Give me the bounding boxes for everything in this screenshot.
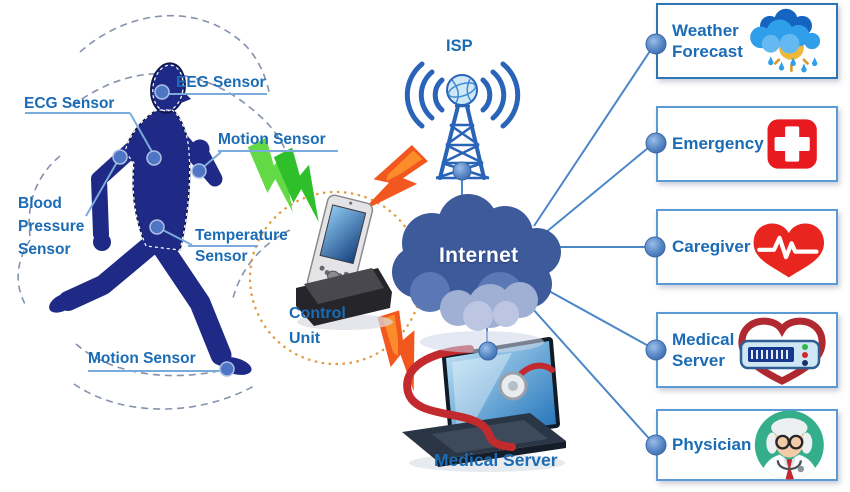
label-motion-sensor-hand: Motion Sensor xyxy=(218,131,326,148)
service-box-medical-server: Medical Server xyxy=(656,312,838,388)
service-label-weather-forecast: Weather Forecast xyxy=(672,20,743,61)
emergency-cross-icon xyxy=(767,119,817,169)
label-blood-pressure-sensor: Blood Pressure Sensor xyxy=(18,195,85,258)
label-medical-server-caption: Medical Server xyxy=(434,450,558,470)
lightning-bolt-orange-top xyxy=(362,145,428,212)
label-internet: Internet xyxy=(439,244,519,267)
isp-tower xyxy=(404,61,521,180)
heart-pulse-icon xyxy=(754,223,825,278)
service-label-physician: Physician xyxy=(672,435,752,455)
label-isp: ISP xyxy=(446,37,473,55)
service-box-weather-forecast: Weather Forecast xyxy=(656,3,838,79)
service-label-caregiver: Caregiver xyxy=(672,237,751,257)
dot-internet-laptop xyxy=(478,341,498,361)
weather-forecast-icon xyxy=(750,8,820,73)
doctor-avatar-icon xyxy=(755,410,825,480)
sensor-dot-eeg xyxy=(154,84,170,100)
lightning-bolt-orange-bottom xyxy=(377,310,415,392)
dot-isp-internet xyxy=(452,161,472,181)
service-label-medical-server: Medical Server xyxy=(672,329,735,370)
label-control-unit: Control Unit xyxy=(289,305,346,347)
service-box-emergency: Emergency xyxy=(656,106,838,182)
wifi-waves-icon xyxy=(404,61,521,129)
sensor-dot-blood-pressure xyxy=(112,149,128,165)
service-box-physician: Physician xyxy=(656,409,838,481)
sensor-dot-motion-foot xyxy=(219,361,235,377)
service-label-emergency: Emergency xyxy=(672,134,764,154)
sensor-dot-ecg xyxy=(146,150,162,166)
label-ecg-sensor: ECG Sensor xyxy=(24,95,115,112)
globe-icon xyxy=(446,74,478,106)
internet-cloud xyxy=(392,194,561,353)
label-eeg-sensor: EEG Sensor xyxy=(176,74,266,91)
stethoscope-icon xyxy=(403,345,555,451)
heart-server-icon xyxy=(738,317,826,385)
label-temperature-sensor: Temperature Sensor xyxy=(195,227,288,265)
service-box-caregiver: Caregiver xyxy=(656,209,838,285)
raindrops xyxy=(767,56,818,73)
sensor-dot-motion-hand xyxy=(191,163,207,179)
sensor-dot-temperature xyxy=(149,219,165,235)
label-motion-sensor-foot: Motion Sensor xyxy=(88,350,196,367)
